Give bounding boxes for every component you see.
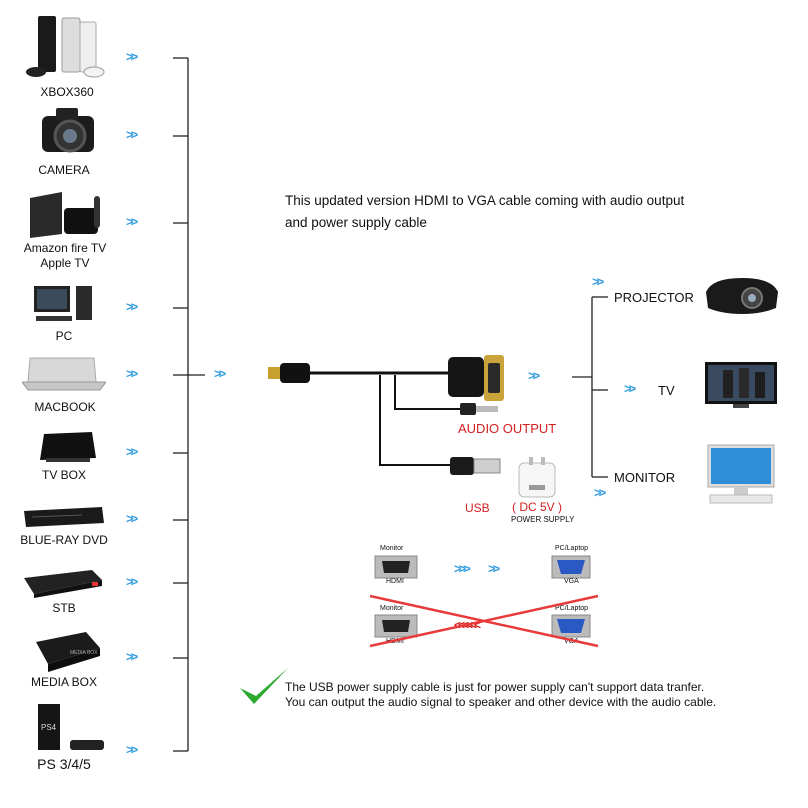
arrow-right-icon: >>> xyxy=(454,561,471,576)
arrow-right-icon: >> xyxy=(624,381,636,396)
caption-line: This updated version HDMI to VGA cable c… xyxy=(285,193,685,208)
power-adapter-icon xyxy=(518,457,556,498)
arrow-right-icon: >> xyxy=(126,214,138,229)
svg-text:PS4: PS4 xyxy=(41,723,57,732)
arrow-right-icon: >> xyxy=(488,561,500,576)
dvd-player-icon xyxy=(22,505,106,534)
svg-text:MEDIA BOX: MEDIA BOX xyxy=(70,650,98,656)
wrong-vga-label: VGA xyxy=(564,638,579,645)
vga-port-icon xyxy=(551,614,591,638)
caption-line: and power supply cable xyxy=(285,215,427,230)
streaming-box-icon xyxy=(28,190,108,245)
source-label: CAMERA xyxy=(38,163,90,177)
arrow-right-icon: >> xyxy=(126,299,138,314)
source-label: MEDIA BOX xyxy=(30,675,98,689)
set-top-box-icon xyxy=(22,568,106,603)
arrow-right-icon: >> xyxy=(592,274,604,289)
correct-monitor-label: Monitor xyxy=(380,545,404,552)
correct-pc-label: PC/Laptop xyxy=(555,545,589,552)
correct-vga-label: VGA xyxy=(564,578,579,585)
media-box-icon: MEDIA BOX xyxy=(34,630,104,677)
game-console-icon xyxy=(22,12,112,83)
arrow-right-icon: >> xyxy=(214,366,226,381)
note: The USB power supply cable is just for p… xyxy=(285,680,716,710)
hdmi-vga-cable-icon xyxy=(268,355,504,475)
projector-icon xyxy=(706,278,778,314)
note-line: You can output the audio signal to speak… xyxy=(285,695,717,709)
source-label: XBOX360 xyxy=(40,85,94,99)
hdmi-port-icon xyxy=(374,555,418,579)
source-label: PS 3/4/5 xyxy=(37,756,91,772)
arrow-right-icon: >> xyxy=(126,649,138,664)
source-label: Amazon fire TV Apple TV xyxy=(23,241,107,270)
wrong-pc-label: PC/Laptop xyxy=(555,605,589,612)
note-line: The USB power supply cable is just for p… xyxy=(285,680,705,694)
dc-label: ( DC 5V ) xyxy=(512,500,563,514)
camera-icon xyxy=(38,104,98,163)
source-label: BLUE-RAY DVD xyxy=(20,533,108,547)
arrow-right-icon: >> xyxy=(126,742,138,757)
output-label: TV xyxy=(658,383,675,398)
vga-port-icon xyxy=(551,555,591,579)
correct-hdmi-label: HDMI xyxy=(386,578,404,585)
arrow-right-icon: >> xyxy=(126,366,138,381)
output-label: MONITOR xyxy=(614,470,676,485)
arrow-right-icon: >> xyxy=(528,368,540,383)
check-mark-icon xyxy=(240,668,288,704)
caption: This updated version HDMI to VGA cable c… xyxy=(285,190,684,234)
power-supply-label: POWER SUPPLY xyxy=(511,515,575,524)
wrong-monitor-label: Monitor xyxy=(380,605,404,612)
arrow-right-icon: >> xyxy=(126,574,138,589)
arrow-right-icon: >> xyxy=(594,485,606,500)
playstation-icon: PS4 xyxy=(34,700,106,757)
cross-mark-icon xyxy=(369,594,599,648)
source-label: PC xyxy=(55,329,73,343)
source-label: TV BOX xyxy=(41,468,86,482)
source-label: MACBOOK xyxy=(34,400,96,414)
arrow-right-icon: >> xyxy=(126,127,138,142)
arrow-right-icon: >> xyxy=(126,511,138,526)
monitor-icon xyxy=(707,444,775,504)
laptop-icon xyxy=(21,356,107,397)
arrow-right-icon: >> xyxy=(126,49,138,64)
tv-box-icon xyxy=(38,428,98,471)
output-label: PROJECTOR xyxy=(614,290,694,305)
usb-label: USB xyxy=(465,501,490,515)
tv-icon xyxy=(705,362,777,408)
source-label: STB xyxy=(52,601,76,615)
audio-output-label: AUDIO OUTPUT xyxy=(458,421,557,436)
hdmi-port-icon xyxy=(374,614,418,638)
arrow-right-icon: >> xyxy=(126,444,138,459)
desktop-pc-icon xyxy=(32,284,96,329)
